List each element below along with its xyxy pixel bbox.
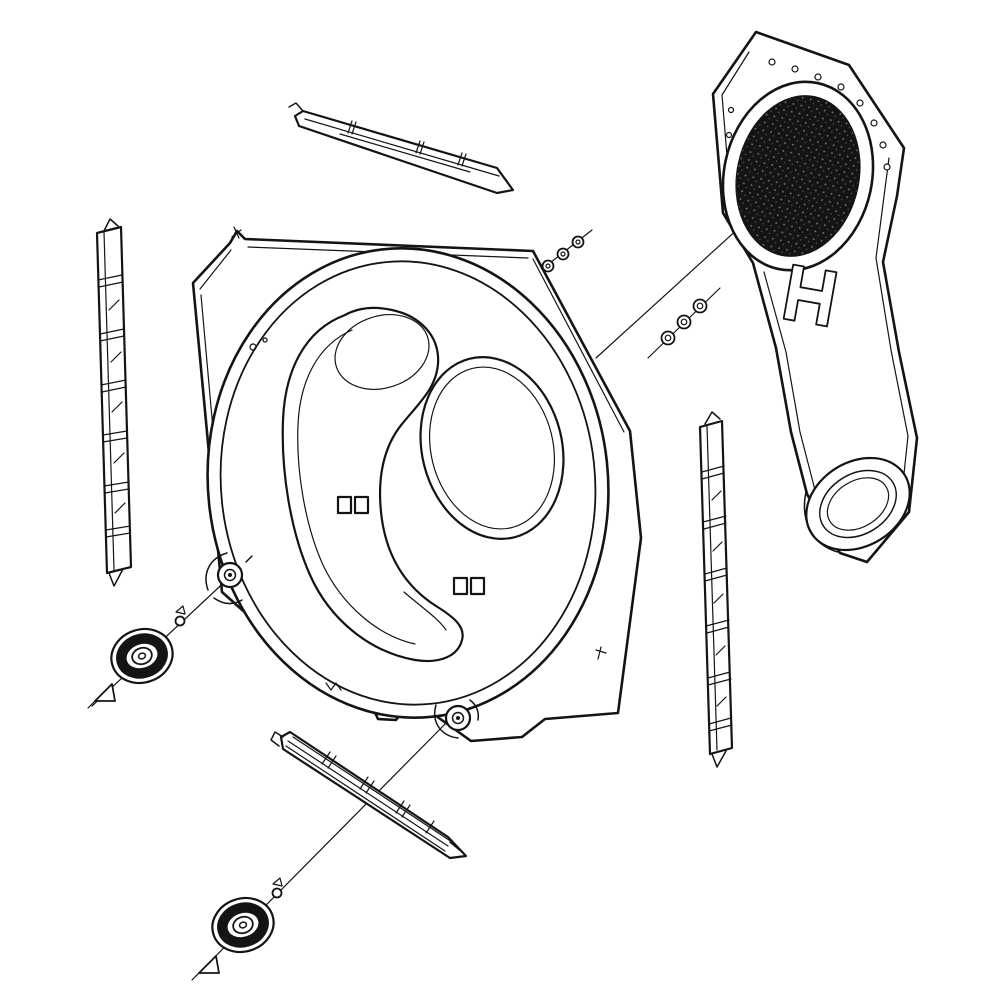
recess-top-detail — [334, 314, 430, 390]
retainer-clip-bottom — [191, 955, 220, 981]
bracket-ticks — [321, 751, 435, 834]
retainer-clip-left — [87, 683, 116, 709]
strip-inner-line — [706, 425, 718, 751]
bracket-outline — [293, 109, 515, 195]
bracket-end-details — [270, 731, 463, 853]
clip-triangle — [94, 683, 116, 702]
bracket-outline — [279, 730, 468, 860]
axle-pin-bottom — [271, 877, 283, 899]
mount-bracket-arcs — [205, 552, 253, 605]
drum-roller-left — [110, 627, 174, 685]
small-duct-opening — [419, 356, 565, 540]
roller-bore — [238, 921, 248, 929]
axle-pin-left — [174, 605, 186, 627]
recess-outline — [281, 306, 464, 663]
roller-bore — [137, 652, 147, 660]
lower-glide-bracket — [270, 730, 468, 860]
clip-tail — [87, 700, 96, 709]
bracket-inner-lines — [304, 118, 500, 177]
grille-mesh — [735, 95, 861, 257]
slot-pair — [336, 495, 486, 596]
rivet-holes — [725, 58, 891, 171]
clip-tail — [191, 972, 200, 981]
drum-roller-bottom — [211, 896, 275, 954]
pin-flag — [272, 877, 283, 887]
strip-inner-line — [103, 231, 115, 571]
glide-strip-right — [698, 411, 734, 768]
pin-flag — [175, 605, 186, 615]
roller-mount-left — [205, 552, 253, 605]
duct-collar-line — [803, 491, 839, 553]
glide-strip-left — [95, 218, 133, 587]
nut-set-right — [660, 298, 708, 346]
clip-triangle — [198, 955, 220, 974]
front-bulkhead-panel — [191, 226, 643, 743]
panel-slots — [336, 495, 486, 596]
h-cutout — [782, 263, 838, 328]
strip-ticks — [108, 299, 126, 514]
mount-bracket-arcs — [434, 699, 480, 739]
panel-misc-marks — [231, 226, 607, 691]
grille — [721, 80, 875, 272]
roller-dark-ring — [116, 633, 168, 679]
strip-outline — [95, 225, 133, 575]
strip-ticks — [711, 490, 727, 707]
bracket-ticks — [347, 120, 467, 167]
strip-rungs — [97, 274, 131, 538]
bracket-inner-lines — [285, 736, 453, 852]
bracket-end-hook — [288, 102, 304, 112]
upper-glide-bracket — [288, 102, 515, 195]
strip-rungs — [701, 465, 733, 732]
inner-recess — [281, 306, 464, 663]
strip-end-tabs — [103, 218, 124, 587]
heater-duct-assembly — [711, 30, 919, 564]
strip-outline — [698, 419, 734, 756]
drum-opening-inner-rim — [219, 260, 597, 706]
recess-inner-line — [297, 329, 447, 645]
screw-set-top — [541, 235, 585, 273]
roller-mount-bottom — [434, 699, 480, 739]
strip-end-tabs — [704, 411, 727, 768]
roller-dark-ring — [217, 902, 269, 948]
